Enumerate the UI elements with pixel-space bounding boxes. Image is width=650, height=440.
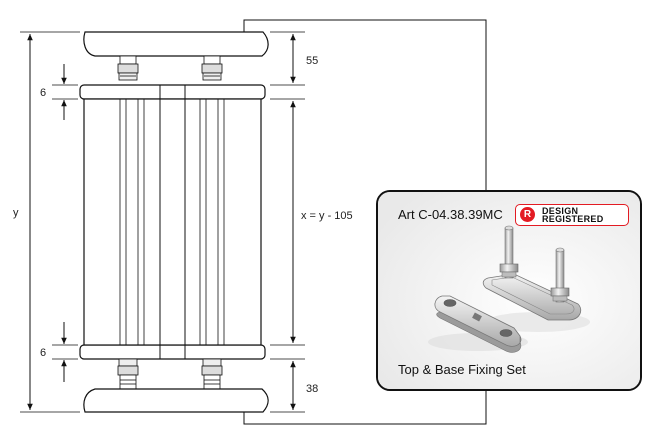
bottom-clearance-label: 38 [306,383,318,395]
badge-text-line1: DESIGN [542,206,579,216]
bottom-fixing-bolts [117,358,223,390]
top-fixing-bolts [117,55,223,81]
bottom-gap-label: 6 [40,347,46,359]
top-clearance-label: 55 [306,55,318,67]
fixing-set-photo [378,192,640,389]
dimension-arrows [27,34,296,410]
bottom-bracket [83,388,269,413]
badge-text-line2: REGISTERED [542,214,604,224]
top-gap-label: 6 [40,87,46,99]
fixing-set-inset: Art C-04.38.39MC R DESIGN REGISTERED Top… [376,190,642,391]
extension-lines [20,31,305,413]
radiator-body [79,84,266,360]
inset-caption: Top & Base Fixing Set [398,362,526,377]
body-height-label: x = y - 105 [301,210,353,222]
overall-height-label: y [13,207,19,219]
flat-fixing-plate [428,295,528,353]
connector-line [243,19,487,425]
registered-icon: R [520,207,535,222]
design-registered-badge: R DESIGN REGISTERED [515,204,629,226]
top-bracket [83,31,269,57]
article-code: Art C-04.38.39MC [398,207,503,222]
